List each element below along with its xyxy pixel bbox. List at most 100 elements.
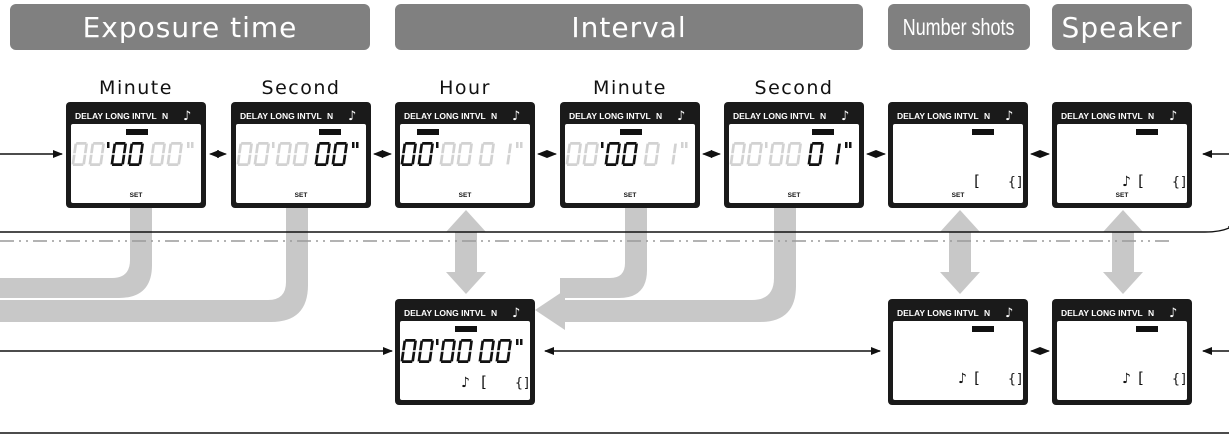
lcd-face xyxy=(1057,124,1187,203)
lcd-select-bar xyxy=(417,129,439,135)
lcd-digit-group-0 xyxy=(400,142,434,167)
lcd-face xyxy=(893,124,1023,203)
label-exposure-second: Second xyxy=(261,77,341,99)
lcd-mode-text: DELAY LONG INTVL xyxy=(1061,308,1143,318)
lcd-digit-group-2 xyxy=(478,339,512,363)
lcd-set-label: SET xyxy=(624,192,637,199)
flow-arrows xyxy=(0,150,1229,355)
lcd-counter-close: {] xyxy=(1172,372,1188,387)
lcd-digit-group-2 xyxy=(314,142,348,167)
lcd-second-mark xyxy=(352,142,355,148)
lcd-second-mark-2 xyxy=(356,142,359,148)
lcd-second-mark-2 xyxy=(849,142,852,148)
lcd-mode-text: DELAY LONG INTVL xyxy=(897,111,979,121)
header-number-shots: Number shots xyxy=(888,4,1030,50)
lcd-digit-group-1 xyxy=(110,142,144,167)
band-int-second xyxy=(562,205,796,322)
lcd-mode-text: DELAY LONG INTVL xyxy=(75,111,157,121)
lcd-minute-mark xyxy=(765,142,768,148)
lcd-second-mark xyxy=(681,142,684,148)
lcd-select-bar xyxy=(972,129,994,135)
lcd-second-mark xyxy=(516,142,519,148)
lcd-minute-mark xyxy=(272,142,275,148)
header-shots-label: Number shots xyxy=(903,13,1015,40)
lcd-digit-group-1 xyxy=(604,142,638,167)
lcd-second-mark-2 xyxy=(520,339,523,345)
lcd-n-label: N xyxy=(1148,308,1154,318)
lcd-digit-group-2 xyxy=(478,142,512,167)
lcd-select-bar xyxy=(455,326,477,332)
lcd-counter-open: [ xyxy=(1136,172,1145,190)
lcd-n-label: N xyxy=(327,111,333,121)
lcd-counter-open: [ xyxy=(479,373,488,391)
lcd-screen-exp-second: DELAY LONG INTVL N ♪ SET xyxy=(231,102,371,208)
lcd-n-label: N xyxy=(162,111,168,121)
header-exposure-label: Exposure time xyxy=(82,10,298,44)
label-exposure-minute: Minute xyxy=(99,77,173,99)
lcd-minute-mark xyxy=(436,339,439,345)
lcd-digit-group-2 xyxy=(643,142,677,167)
lcd-second-mark xyxy=(845,142,848,148)
band-exp-second xyxy=(0,205,308,322)
lcd-n-label: N xyxy=(984,111,990,121)
lcd-mode-text: DELAY LONG INTVL xyxy=(733,111,815,121)
return-loop-line xyxy=(0,226,1229,233)
lcd-select-bar xyxy=(812,129,834,135)
band-arrowhead-main xyxy=(535,290,565,330)
lcd-set-label: SET xyxy=(295,192,308,199)
lcd-n-label: N xyxy=(491,111,497,121)
lcd-screen-shots-run: DELAY LONG INTVL N ♪ ♪ [ {] xyxy=(888,299,1028,405)
header-speaker-label: Speaker xyxy=(1061,10,1183,44)
lcd-note-header-icon: ♪ xyxy=(1169,109,1177,124)
lcd-digit-group-1 xyxy=(275,142,309,167)
lcd-counter-close: {] xyxy=(1008,372,1024,387)
lcd-note-header-icon: ♪ xyxy=(1005,306,1013,321)
lcd-n-label: N xyxy=(491,308,497,318)
lcd-digit-group-0 xyxy=(71,142,105,167)
lcd-counter-close: {] xyxy=(1008,175,1024,190)
lcd-note-header-icon: ♪ xyxy=(841,109,849,124)
lcd-set-label: SET xyxy=(788,192,801,199)
lcd-note-header-icon: ♪ xyxy=(1005,109,1013,124)
lcd-minute-mark xyxy=(436,142,439,148)
header-interval-label: Interval xyxy=(571,10,687,44)
label-interval-minute: Minute xyxy=(593,77,667,99)
lcd-speaker-note-icon: ♪ xyxy=(1122,174,1131,190)
lcd-mode-text: DELAY LONG INTVL xyxy=(404,308,486,318)
lcd-digit-group-0 xyxy=(565,142,599,167)
lcd-face xyxy=(893,321,1023,400)
lcd-note-header-icon: ♪ xyxy=(677,109,685,124)
band-exp-minute xyxy=(0,205,152,298)
lcd-note-header-icon: ♪ xyxy=(512,306,520,321)
lcd-n-label: N xyxy=(1148,111,1154,121)
lcd-digit-group-2 xyxy=(149,142,183,167)
lcd-speaker-note-icon: ♪ xyxy=(1122,371,1131,387)
label-interval-second: Second xyxy=(754,77,834,99)
lcd-counter-close: {] xyxy=(1172,175,1188,190)
lcd-counter-close: {] xyxy=(515,376,531,391)
lcd-mode-text: DELAY LONG INTVL xyxy=(1061,111,1143,121)
lcd-digit-group-1 xyxy=(768,142,802,167)
lcd-counter-open: [ xyxy=(1136,369,1145,387)
lcd-select-bar xyxy=(126,129,148,135)
lcd-select-bar xyxy=(319,129,341,135)
lcd-face xyxy=(1057,321,1187,400)
lcd-mode-text: DELAY LONG INTVL xyxy=(897,308,979,318)
lcd-mode-text: DELAY LONG INTVL xyxy=(404,111,486,121)
lcd-counter-open: [ xyxy=(972,369,981,387)
lcd-second-mark-2 xyxy=(685,142,688,148)
lcd-mode-text: DELAY LONG INTVL xyxy=(240,111,322,121)
lcd-note-header-icon: ♪ xyxy=(348,109,356,124)
header-speaker: Speaker xyxy=(1052,4,1192,50)
lcd-n-label: N xyxy=(984,308,990,318)
lcd-speaker-note-icon: ♪ xyxy=(958,371,967,387)
lcd-select-bar xyxy=(1136,129,1158,135)
